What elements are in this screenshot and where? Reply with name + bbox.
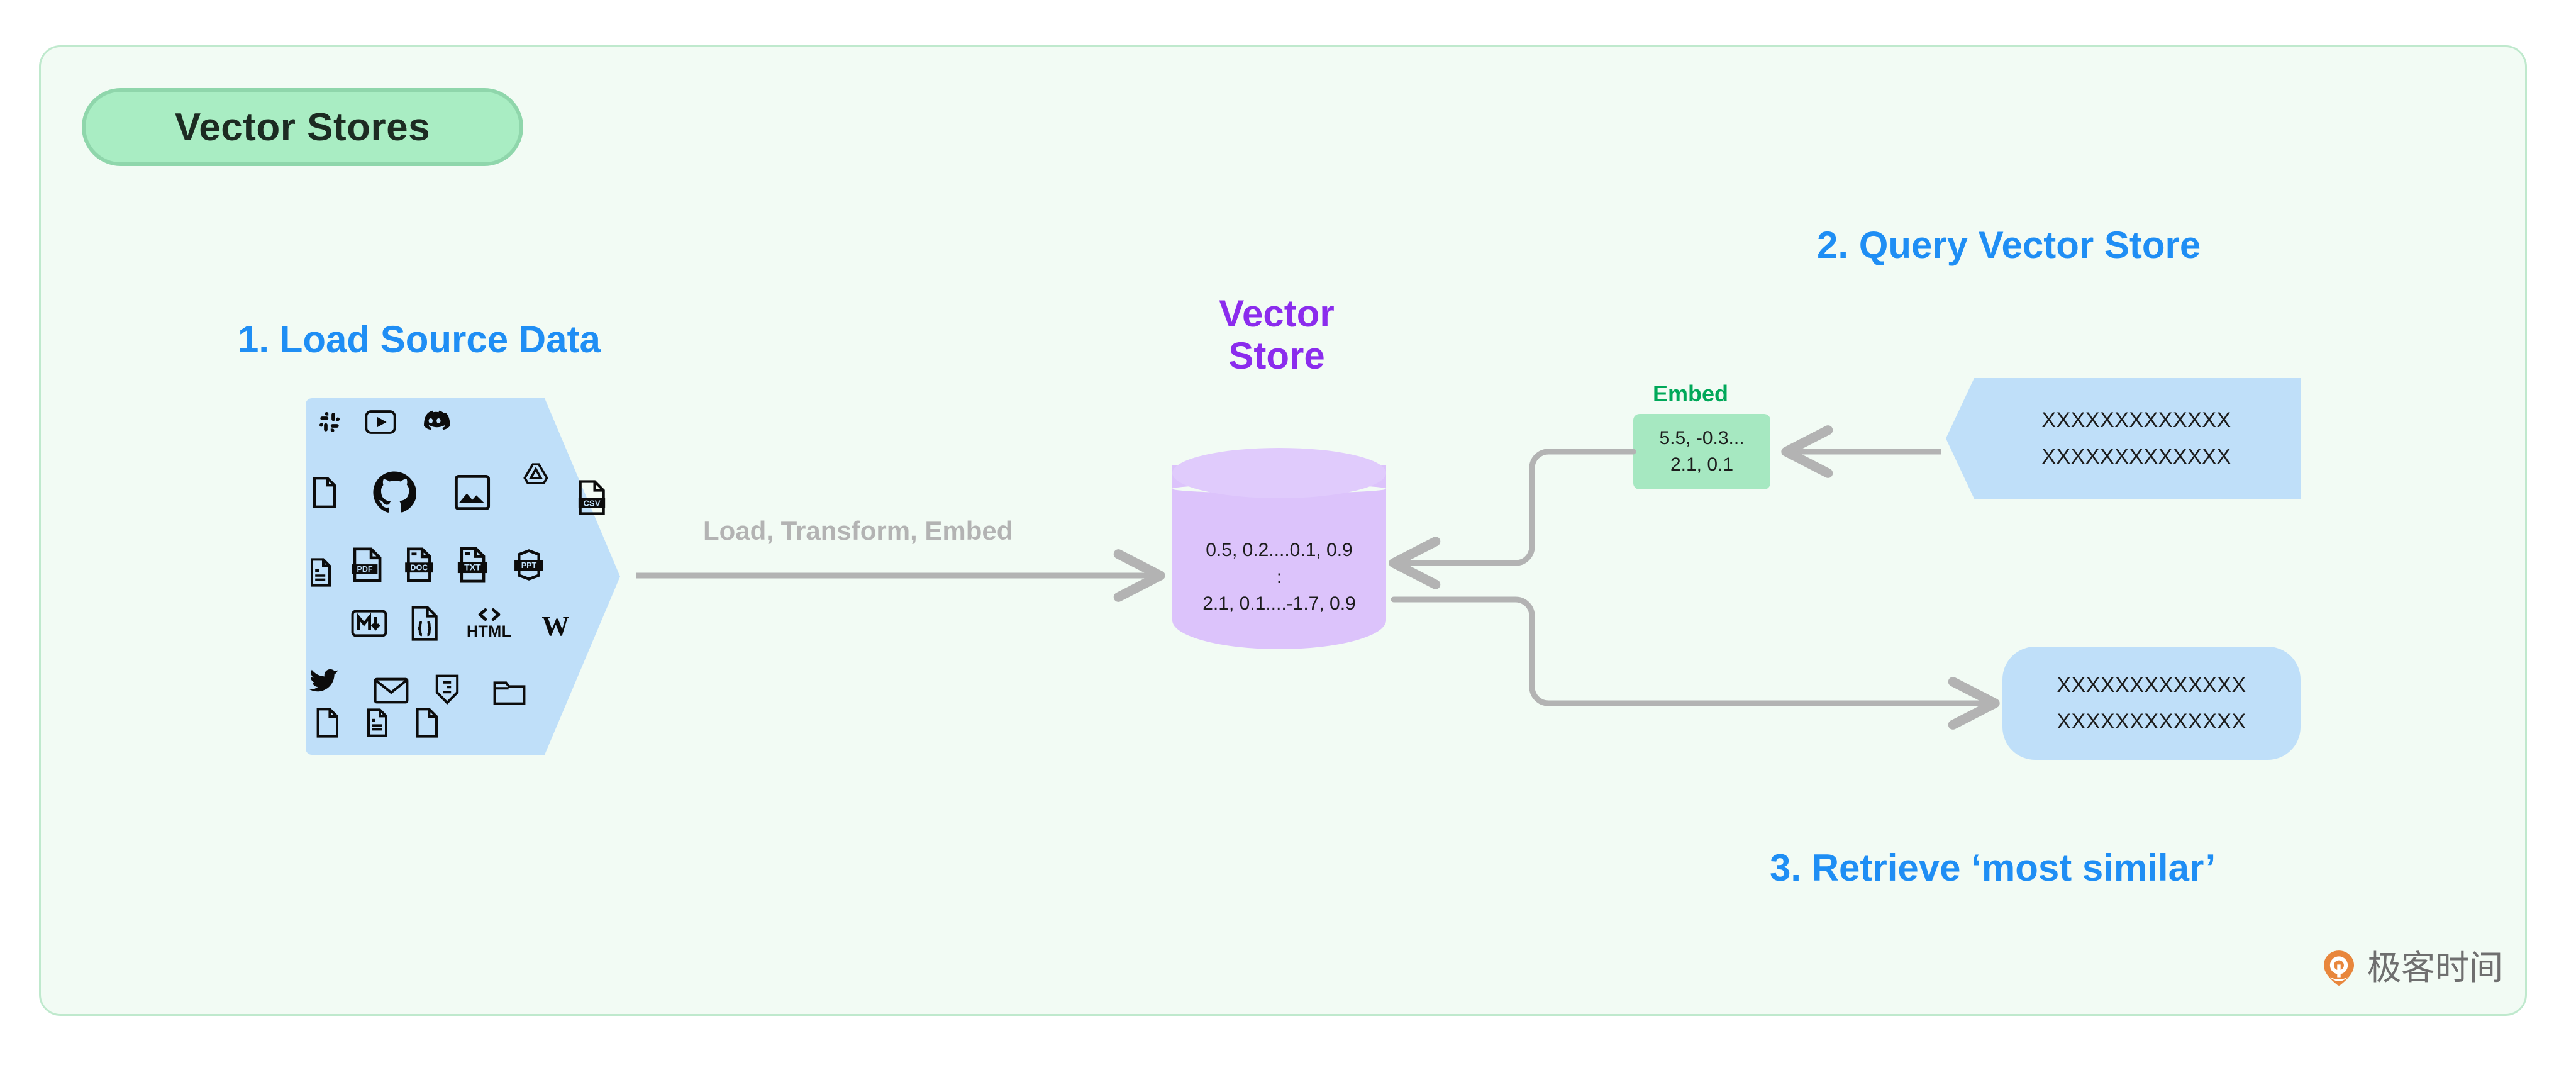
query-row: XXXXXXXXXXXXX: [2041, 408, 2231, 432]
vector-row: :: [1276, 566, 1282, 588]
svg-text:DOC: DOC: [410, 563, 428, 572]
geekbang-logo-icon: [2323, 950, 2355, 986]
twitter-icon: [309, 669, 338, 692]
cylinder-top-ellipse: [1172, 448, 1386, 498]
vector-store-title: Vector Store: [1182, 293, 1371, 377]
folder-icon: [493, 681, 526, 705]
json-file-icon: [411, 606, 438, 641]
vector-store-cylinder: 0.5, 0.2....0.1, 0.9 : 2.1, 0.1....-1.7,…: [1172, 448, 1386, 649]
google-drive-icon: [523, 463, 548, 484]
ppt-file-icon: PPT: [514, 549, 543, 581]
vector-store-values: 0.5, 0.2....0.1, 0.9 : 2.1, 0.1....-1.7,…: [1172, 537, 1386, 618]
embed-row: 2.1, 0.1: [1670, 454, 1734, 475]
file-blank-icon: [316, 708, 338, 738]
discord-icon: [424, 410, 450, 430]
vector-store-title-line-2: Store: [1228, 335, 1325, 377]
svg-text:PPT: PPT: [521, 561, 537, 570]
txt-file-icon: TXT: [457, 547, 487, 583]
doc-file-icon: DOC: [405, 547, 433, 582]
vector-store-title-line-1: Vector: [1219, 293, 1335, 335]
svg-text:TXT: TXT: [464, 562, 481, 572]
query-input-text: XXXXXXXXXXXXX XXXXXXXXXXXXX: [2015, 402, 2231, 476]
embed-label: Embed: [1653, 381, 1729, 406]
wikipedia-icon: W: [541, 611, 570, 642]
css3-icon: [435, 674, 459, 705]
retrieve-result-text: XXXXXXXXXXXXX XXXXXXXXXXXXX: [2057, 667, 2246, 740]
embed-row: 5.5, -0.3...: [1659, 428, 1745, 449]
section-badge-label: Vector Stores: [174, 105, 431, 149]
vector-row: 2.1, 0.1....-1.7, 0.9: [1202, 593, 1356, 615]
retrieve-result-box: XXXXXXXXXXXXX XXXXXXXXXXXXX: [2002, 647, 2301, 760]
embed-values: 5.5, -0.3... 2.1, 0.1: [1659, 425, 1744, 478]
mail-icon: [374, 677, 409, 704]
step-2-heading: 2. Query Vector Store: [1817, 224, 2201, 266]
file-lines-icon: [367, 708, 387, 737]
github-icon: [373, 471, 416, 513]
youtube-icon: [365, 410, 396, 434]
svg-text:CSV: CSV: [583, 498, 600, 508]
file-blank-icon: [416, 708, 438, 738]
vector-row: 0.5, 0.2....0.1, 0.9: [1206, 540, 1353, 560]
section-badge-vector-stores: Vector Stores: [82, 88, 523, 166]
watermark-label: 极客时间: [2367, 948, 2503, 988]
file-blank-icon: [313, 477, 336, 508]
html-icon-label: HTML: [467, 623, 512, 640]
query-input-shape: XXXXXXXXXXXXX XXXXXXXXXXXXX: [1946, 378, 2301, 499]
watermark: 极客时间: [2319, 949, 2503, 988]
csv-file-icon: CSV: [578, 480, 606, 515]
html-icon: [478, 608, 501, 621]
file-lines-icon: [311, 558, 331, 587]
result-row: XXXXXXXXXXXXX: [2057, 672, 2246, 697]
markdown-icon: [351, 610, 387, 637]
source-icon-cluster: CSV PDF DOC: [306, 398, 620, 755]
step-1-heading: 1. Load Source Data: [238, 318, 601, 360]
pipeline-arrow-label: Load, Transform, Embed: [703, 516, 1013, 545]
svg-text:PDF: PDF: [357, 565, 372, 574]
result-row: XXXXXXXXXXXXX: [2057, 710, 2246, 733]
pdf-file-icon: PDF: [352, 547, 382, 582]
image-icon: [454, 474, 491, 511]
step-3-heading: 3. Retrieve ‘most similar’: [1770, 847, 2216, 889]
embed-vector-box: 5.5, -0.3... 2.1, 0.1: [1633, 414, 1770, 489]
query-row: XXXXXXXXXXXXX: [2041, 445, 2231, 469]
slack-icon: [319, 411, 340, 433]
